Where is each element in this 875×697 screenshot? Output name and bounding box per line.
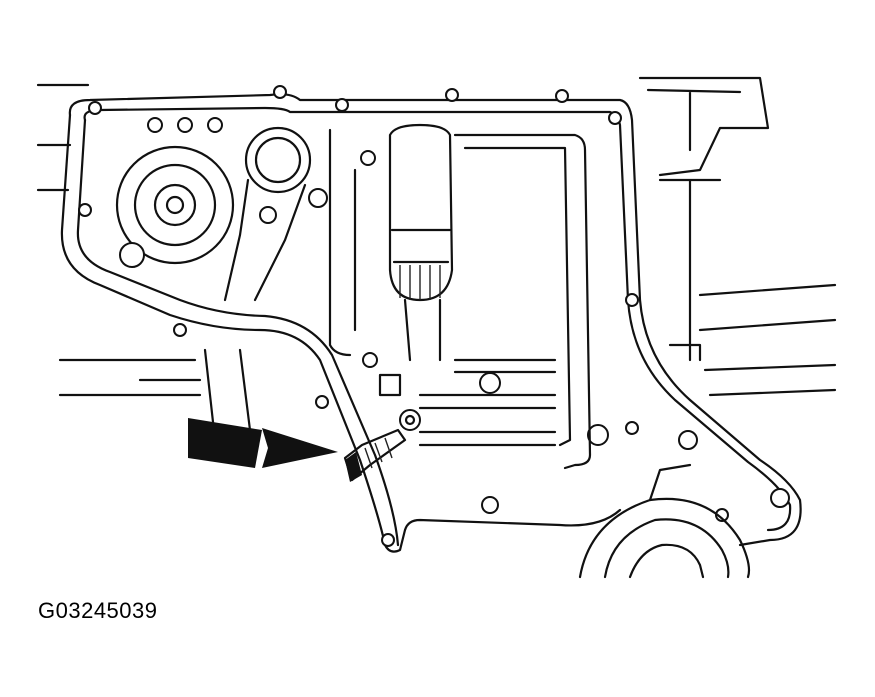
pulley-small — [223, 126, 328, 302]
right-bracket — [638, 76, 837, 397]
block-outline — [60, 93, 802, 553]
background-frame-lines — [36, 83, 252, 442]
sensor-plug — [343, 373, 421, 482]
figure-code: G03245039 — [38, 598, 158, 623]
double-arrow-icon — [188, 418, 338, 468]
oil-pan-panel — [328, 128, 592, 470]
oil-filter — [388, 123, 454, 302]
crank-pulley — [578, 463, 751, 579]
pulley-large — [115, 117, 235, 268]
bolt-holes — [78, 85, 790, 547]
